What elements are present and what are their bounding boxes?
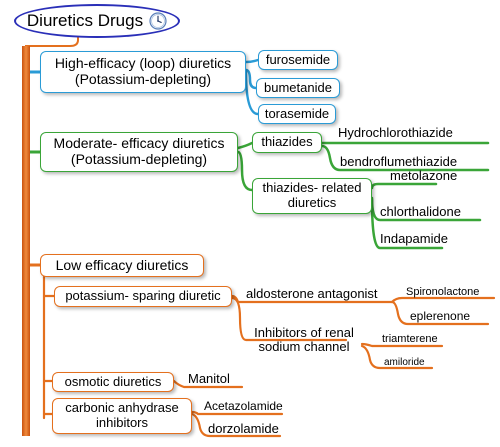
drug-furosemide[interactable]: furosemide	[258, 50, 338, 70]
connector-manitol	[172, 379, 244, 389]
renal-sodium-line1: Inhibitors of renal	[254, 325, 354, 340]
osmotic-label: osmotic diuretics	[64, 373, 162, 389]
high-efficacy-subtitle: (Potassium-depleting)	[74, 71, 212, 87]
renal-sodium-label[interactable]: Inhibitors of renal sodium channel	[246, 325, 362, 355]
drug-bumetanide[interactable]: bumetanide	[256, 78, 340, 98]
connector-torasemide	[244, 70, 260, 116]
connector-acetazolamide	[190, 410, 284, 416]
moderate-efficacy-subtitle: (Potassium-depleting)	[70, 151, 208, 167]
connector-indapamide	[370, 198, 444, 250]
drug-manitol[interactable]: Manitol	[188, 371, 230, 386]
drug-label: torasemide	[264, 105, 330, 121]
drug-label: bumetanide	[264, 79, 332, 95]
trunk-connector	[25, 36, 79, 434]
low-efficacy-node[interactable]: Low efficacy diuretics	[40, 254, 204, 277]
aldosterone-antagonist-label[interactable]: aldosterone antagonist	[246, 286, 378, 301]
drug-indapamide[interactable]: Indapamide	[380, 231, 448, 246]
drug-triamterene[interactable]: triamterene	[382, 333, 438, 345]
carbonic-anhydrase-node[interactable]: carbonic anhydrase inhibitors	[52, 398, 192, 434]
carbonic-label-2: inhibitors	[95, 415, 149, 430]
drug-torasemide[interactable]: torasemide	[258, 104, 336, 124]
clock-icon	[149, 12, 167, 30]
drug-chlorthalidone[interactable]: chlorthalidone	[380, 204, 461, 219]
drug-eplerenone[interactable]: eplerenone	[410, 309, 471, 323]
connector-thiazide-related	[236, 150, 254, 192]
thiazide-related-label-2: diuretics	[287, 195, 337, 210]
root-title: Diuretics Drugs	[26, 11, 144, 30]
drug-dorzolamide[interactable]: dorzolamide	[208, 421, 279, 436]
potassium-sparing-node[interactable]: potassium- sparing diuretic	[54, 286, 232, 307]
drug-label: furosemide	[265, 51, 331, 67]
connector-renal-sodium	[230, 296, 348, 342]
connector-thiazides	[236, 141, 254, 150]
drug-acetazolamide[interactable]: Acetazolamide	[204, 399, 283, 413]
drug-metolazone[interactable]: metolazone	[390, 168, 458, 183]
potassium-sparing-label: potassium- sparing diuretic	[65, 288, 221, 304]
osmotic-node[interactable]: osmotic diuretics	[52, 372, 174, 392]
moderate-efficacy-node[interactable]: Moderate- efficacy diuretics (Potassium-…	[40, 132, 238, 172]
connector-spironolactone	[390, 296, 496, 304]
connector-metolazone	[370, 182, 438, 190]
thiazides-label: thiazides	[261, 134, 313, 150]
drug-hydrochlorothiazide[interactable]: Hydrochlorothiazide	[338, 125, 453, 140]
connector-bumetanide	[244, 68, 258, 90]
drug-amiloride[interactable]: amiloride	[384, 357, 425, 368]
moderate-efficacy-title: Moderate- efficacy diuretics	[53, 135, 225, 152]
thiazides-node[interactable]: thiazides	[252, 132, 322, 153]
renal-sodium-line2: sodium channel	[258, 339, 350, 355]
high-efficacy-node[interactable]: High-efficacy (loop) diuretics (Potassiu…	[40, 51, 246, 93]
thiazide-related-label: thiazides- related	[262, 180, 362, 196]
thiazide-related-node[interactable]: thiazides- related diuretics	[252, 178, 372, 214]
trunk-bar	[22, 46, 30, 436]
drug-spironolactone[interactable]: Spironolactone	[406, 286, 480, 298]
low-efficacy-title: Low efficacy diuretics	[55, 256, 189, 273]
connector-eplerenone	[390, 300, 490, 326]
connector-amiloride	[360, 344, 434, 370]
drug-bendroflumethiazide[interactable]: bendroflumethiazide	[340, 154, 458, 169]
high-efficacy-title: High-efficacy (loop) diuretics	[54, 55, 232, 72]
connector-bendroflumethiazide	[320, 144, 490, 172]
connector-triamterene	[360, 342, 444, 348]
root-node[interactable]: Diuretics Drugs	[14, 4, 180, 38]
connector-furosemide	[244, 58, 260, 64]
carbonic-label-1: carbonic anhydrase	[65, 400, 179, 416]
connector-dorzolamide	[190, 412, 282, 438]
